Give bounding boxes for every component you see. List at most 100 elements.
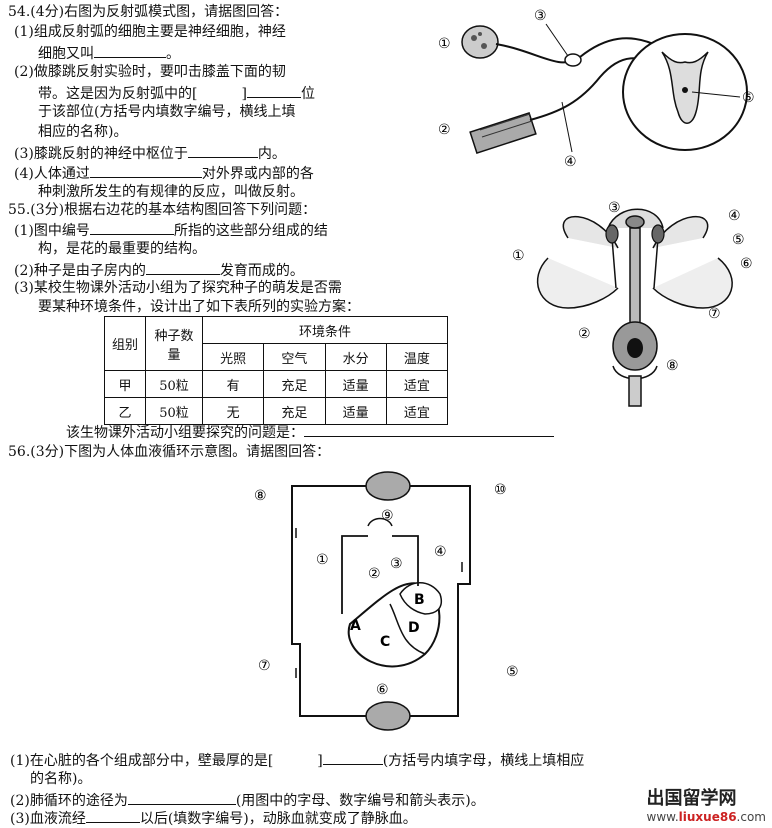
table-cell: 适宜 [385,370,449,398]
reflex-label-3: ③ [534,8,547,24]
q54-p3b: 内。 [257,146,286,162]
heart-label-C: C [380,634,390,650]
table-header-temp: 温度 [385,343,449,371]
table-header-air: 空气 [263,343,326,371]
q55-p1c: 构，是花的最重要的结构。 [38,241,206,257]
q56-p1a: (1)在心脏的各个组成部分中，壁最厚的是[ [10,753,274,769]
reflex-label-4: ④ [564,154,577,170]
circulation-diagram: ⑨ ⑧ ⑩ ① ② ③ ④ ⑦ ⑤ ⑥ A B C D [254,471,519,731]
flower-label-7: ⑦ [708,306,721,322]
circ-label-4: ④ [434,544,447,560]
reflex-label-2: ② [438,122,451,138]
table-cell: 适量 [324,397,387,425]
q56-p3-line: (3)血液流经 以后(填数字编号)，动脉血就变成了静脉血。 [10,808,417,828]
q55-answer-blank-3[interactable] [304,422,554,437]
q54-p2a: (2)做膝跳反射实验时，要叩击膝盖下面的韧 [14,64,286,80]
table-cell: 有 [201,370,265,398]
q55-p1a: (1)图中编号 [14,223,90,239]
stigma [625,215,645,229]
q56-title: 56.(3分)下图为人体血液循环示意图。请据图回答： [8,444,331,460]
q56-p3a: (3)血液流经 [10,811,86,827]
experiment-table: 组别 种子数量 环境条件 光照 空气 水分 温度 甲 50粒 有 充足 适量 适… [104,316,449,425]
systemic-vein-path [291,485,366,717]
table-cell: 甲 [104,370,146,398]
flower-label-1: ① [512,248,525,264]
receptor-shape [461,25,499,59]
q54-p2b2: ] [241,86,247,102]
circ-label-8: ⑧ [254,488,267,504]
q55-answer-blank-2[interactable] [145,260,220,275]
q54-answer-blank-3[interactable] [187,143,258,158]
left-atrium [399,582,442,615]
q56-p1-line: (1)在心脏的各个组成部分中，壁最厚的是[](方括号内填字母，横线上填相应 [10,750,584,770]
table-header-group: 组别 [104,316,146,371]
flower-diagram: ③ ④ ⑤ ① ⑥ ⑦ ② ⑧ [512,200,753,407]
flower-label-5: ⑤ [732,232,745,248]
systemic-artery-path [410,485,471,717]
q54-p2b3: 位 [300,86,315,102]
circ-label-10: ⑩ [494,482,507,498]
q54-p3-line: (3)膝跳反射的神经中枢位于 内。 [14,143,286,163]
watermark-site: 出国留学网 [646,788,737,809]
q56-p2a: (2)肺循环的途径为 [10,793,128,809]
q54-p2b-line: 带。这是因为反射弧中的[] 位 [38,83,315,103]
q54-p2c: 于该部位(方括号内填数字编号，横线上填 [38,104,296,120]
circ-label-7: ⑦ [258,658,271,674]
q56-p3b: 以后(填数字编号)，动脉血就变成了静脉血。 [139,811,417,827]
q56-answer-blank-2[interactable] [127,790,236,805]
table-cell: 适宜 [385,397,449,425]
q55-p1b: 所指的这些部分组成的结 [173,223,328,239]
watermark-url: www.liuxue86.com [647,810,767,824]
q55-p4: 该生物课外活动小组要探究的问题是： [66,425,304,441]
anther [605,224,619,244]
table-cell: 充足 [263,370,326,398]
table-header-seeds: 种子数量 [145,316,203,371]
q56-p1d: 的名称)。 [30,771,92,787]
table-row: 甲 50粒 有 充足 适量 适宜 [104,370,449,398]
flower-label-8: ⑧ [666,358,679,374]
q54-p4c: 种刺激所发生的有规律的反应，叫做反射。 [38,184,304,200]
q55-p2-line: (2)种子是由子房内的发育而成的。 [14,260,304,280]
q56-answer-blank-3[interactable] [85,808,140,823]
q56-answer-blank-1[interactable] [322,750,383,765]
flower-label-3: ③ [608,200,621,216]
q55-p3a: (3)某校生物课外活动小组为了探究种子的萌发是否需 [14,280,342,296]
reflex-label-1: ① [438,36,451,52]
circ-label-1: ① [316,552,329,568]
q56-p1c: (方括号内填字母，横线上填相应 [382,753,585,769]
table-header-light: 光照 [201,343,265,371]
circ-label-6: ⑥ [376,682,389,698]
q54-answer-blank-2[interactable] [246,83,301,98]
reflex-label-5: ⑤ [742,90,755,106]
table-cell: 适量 [324,370,387,398]
q55-answer-blank-1[interactable] [89,220,174,235]
flower-stalk [628,375,642,407]
q54-title: 54.(4分)右图为反射弧模式图，请据图回答： [8,4,289,20]
q56-p2b: (用图中的字母、数字编号和箭头表示)。 [235,793,485,809]
q55-p1-line: (1)图中编号 所指的这些部分组成的结 [14,220,328,240]
q54-p3: (3)膝跳反射的神经中枢位于 [14,146,188,162]
q55-p2a: (2)种子是由子房内的 [14,263,146,279]
q54-p1b: 细胞又叫 [38,46,94,62]
url-part: .com [736,810,766,824]
q54-answer-blank-1[interactable] [94,43,166,58]
q56-p2-line: (2)肺循环的途径为 (用图中的字母、数字编号和箭头表示)。 [10,790,485,810]
circ-label-5: ⑤ [506,664,519,680]
q55-title: 55.(3分)根据右边花的基本结构图回答下列问题： [8,202,317,218]
q54-p1a: (1)组成反射弧的细胞主要是神经细胞，神经 [14,24,286,40]
q54-p1b-line: 细胞又叫。 [38,43,180,63]
watermark: 出国留学网 www.liuxue86.com [647,784,767,824]
flower-label-2: ② [578,326,591,342]
heart-label-A: A [350,618,361,634]
table-cell: 乙 [104,397,146,425]
pistil-style [629,227,641,329]
q54-answer-blank-4[interactable] [89,163,202,178]
heart-label-B: B [414,592,425,608]
flower-label-6: ⑥ [740,256,753,272]
table-cell: 充足 [263,397,326,425]
circ-label-3: ③ [390,556,403,572]
table-cell: 无 [201,397,265,425]
q54-p2b: 带。这是因为反射弧中的[ [38,86,198,102]
table-header-water: 水分 [324,343,387,371]
lower-capillary [365,701,411,731]
